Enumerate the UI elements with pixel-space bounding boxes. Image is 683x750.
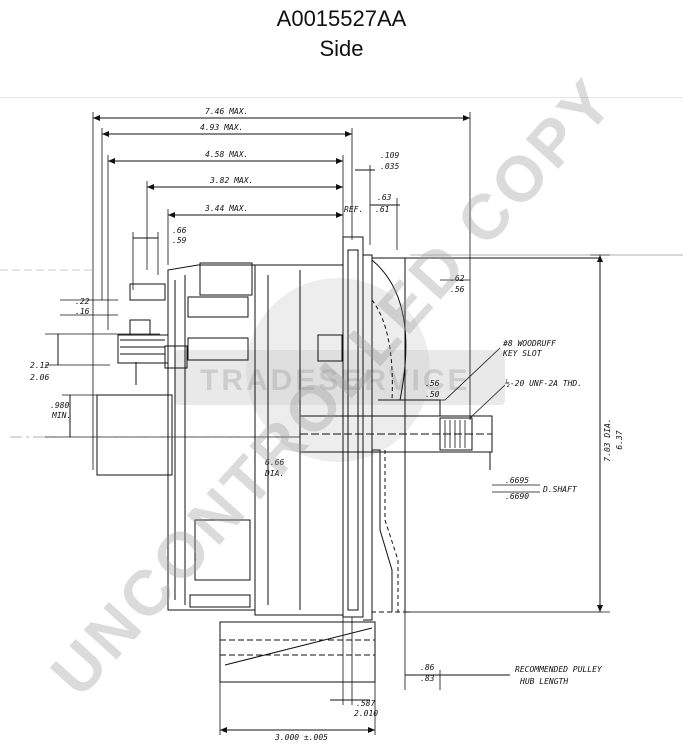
dim-overall-length: 7.46 MAX. (205, 107, 248, 116)
dim-56: .56 (450, 285, 465, 294)
dim-ref: REF. (344, 205, 363, 214)
dim-212: 2.12 (30, 361, 49, 370)
dim-62: .62 (450, 274, 465, 283)
header-divider (0, 97, 683, 98)
note-woodruff-2: KEY SLOT (502, 349, 543, 358)
dim-50: .50 (425, 390, 440, 399)
dim-035: .035 (380, 162, 399, 171)
dim-66: .66 (172, 226, 187, 235)
dim-980: .980 (50, 401, 69, 410)
dim-shaft: D.SHAFT (542, 485, 578, 494)
dim-3000: 3.000 ±.005 (274, 733, 328, 742)
dim-206: 2.06 (30, 373, 49, 382)
logo-text: TRADESERVICE (200, 364, 471, 397)
dim-703-dia: 7.03 DIA. (603, 418, 612, 461)
dim-min: MIN. (51, 411, 71, 420)
dim-458: 4.58 MAX. (205, 150, 248, 159)
dim-637: 6.37 (615, 430, 624, 449)
dim-382: 3.82 MAX. (209, 176, 253, 185)
dim-6695: .6695 (505, 476, 529, 485)
note-woodruff-1: #8 WOODRUFF (502, 339, 556, 348)
dim-109: .109 (380, 151, 399, 160)
dim-2010: 2.010 (354, 709, 378, 718)
dim-61: .61 (375, 205, 389, 214)
dim-16: .16 (75, 307, 90, 316)
dim-666: 6.66 (265, 458, 284, 467)
part-number: A0015527AA (276, 6, 407, 31)
dim-493: 4.93 MAX. (200, 123, 243, 132)
dim-666-dia: DIA. (264, 469, 284, 478)
note-thread: ½-20 UNF-2A THD. (505, 378, 582, 388)
dim-587: .587 (356, 699, 375, 708)
dim-59: .59 (172, 236, 187, 245)
dim-63: .63 (377, 193, 392, 202)
note-pulley-2: HUB LENGTH (519, 677, 568, 686)
dim-344: 3.44 MAX. (204, 204, 248, 213)
note-pulley-1: RECOMMENDED PULLEY (515, 665, 603, 674)
dim-86: .86 (420, 663, 435, 672)
dim-22: .22 (75, 297, 90, 306)
view-label: Side (319, 36, 364, 61)
dim-56b: .56 (425, 379, 440, 388)
dim-83: .83 (420, 674, 435, 683)
dim-6690: .6690 (505, 492, 529, 501)
